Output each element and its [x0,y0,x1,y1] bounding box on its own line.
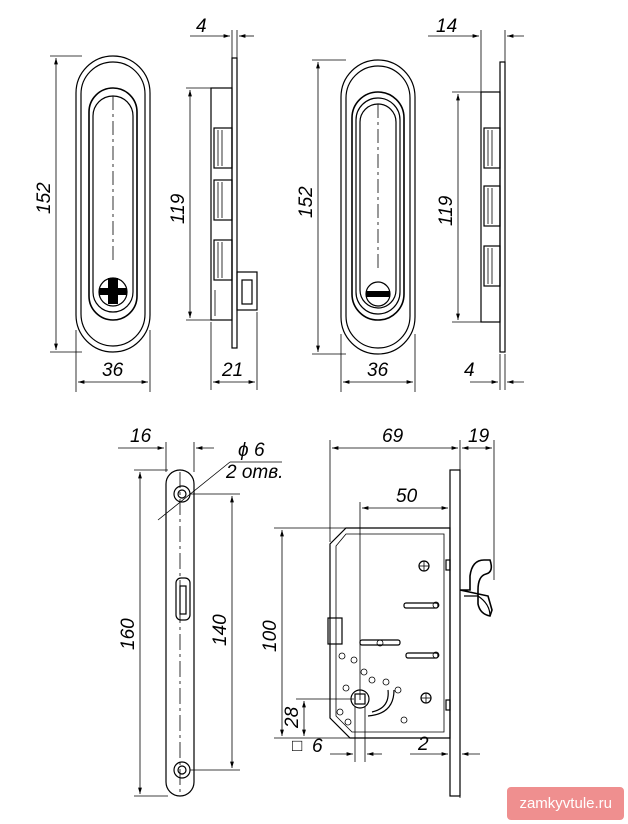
dim-handle-2-width: 36 [367,360,389,381]
dim-handle-2-height: 152 [296,186,317,218]
dim-handle-2-thickness: 14 [436,16,457,37]
watermark-badge[interactable]: zamkyvtule.ru [507,787,624,820]
handle-1-dimensions: 152 36 [34,55,151,392]
dim-handle-1-thickness: 4 [196,16,207,37]
dim-strike-hole-spacing: 140 [210,614,231,646]
square-value: 6 [312,736,323,757]
diameter-value: 6 [254,440,265,461]
handle-1-side-dimensions: 4 119 21 [168,16,258,390]
dim-lock-faceplate-thickness: 2 [417,734,429,755]
lock-dimensions: 69 19 50 100 28 □ 6 2 [260,426,495,798]
dim-strike-holes-count: 2 отв. [225,462,283,483]
dim-handle-1-depth: 21 [221,360,243,381]
square-symbol: □ [292,736,302,755]
diameter-symbol: ϕ [238,440,249,461]
dim-handle-1-height: 152 [34,182,55,214]
dim-lock-backset: 50 [396,486,418,507]
dim-strike-width: 16 [130,426,152,447]
handle-1-front-view [75,55,151,353]
handle-2-side-view [480,61,506,353]
handle-2-side-dimensions: 14 119 4 [428,16,524,390]
lock-body [327,469,493,797]
handle-1-side-view [210,57,258,349]
dim-lock-height: 100 [260,620,281,652]
dim-lock-faceplate: 19 [468,426,490,447]
dim-strike-height: 160 [118,618,139,650]
handle-2-dimensions: 152 36 [296,59,416,392]
strike-plate [165,469,195,797]
dim-handle-2-plate: 4 [464,360,475,381]
dim-handle-2-bracket-height: 119 [436,195,457,226]
strike-plate-dimensions: 16 ϕ 6 2 отв. 160 140 [118,426,283,797]
dim-lock-square: □ 6 [292,736,323,757]
dim-lock-width: 69 [382,426,404,447]
dim-lock-spindle-offset: 28 [282,706,303,729]
handle-2-front-view [340,59,416,355]
dim-handle-1-bracket-height: 119 [168,193,189,224]
dim-strike-hole-diameter: ϕ 6 [238,440,265,461]
dim-handle-1-width: 36 [102,360,124,381]
